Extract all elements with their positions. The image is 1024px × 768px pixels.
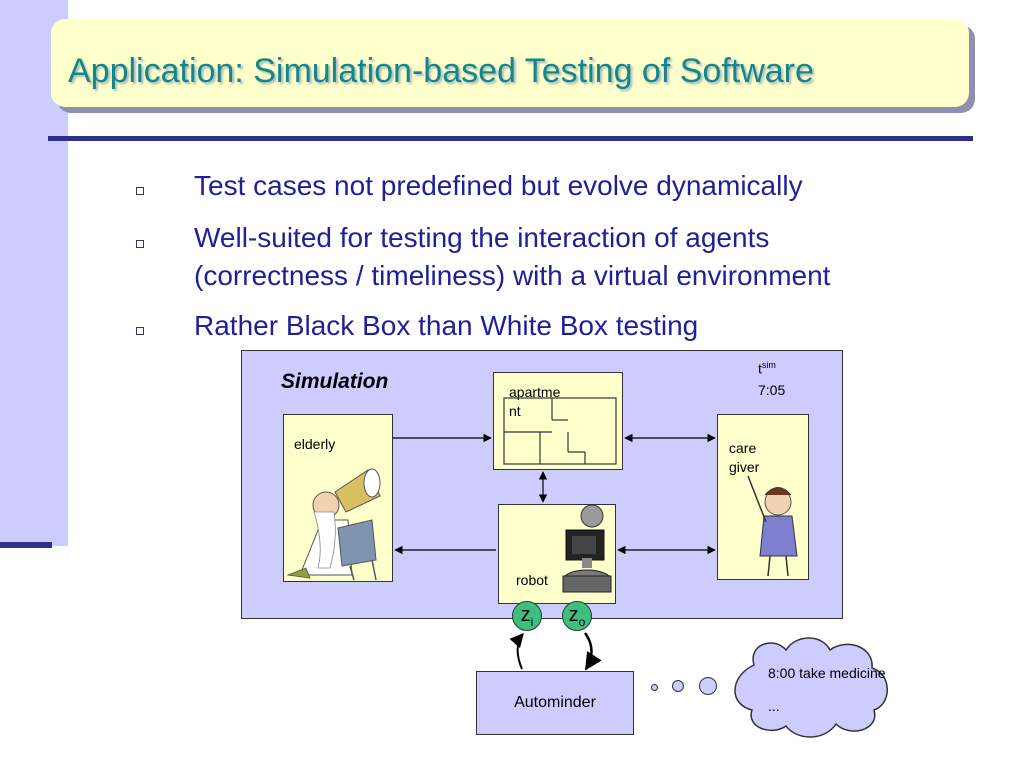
title-divider: [48, 136, 973, 141]
robot-label: robot: [516, 572, 548, 588]
caregiver-label-2: giver: [729, 459, 760, 475]
bullet-square-icon: [136, 187, 144, 195]
arrow-autominder-to-zi: [509, 632, 524, 670]
bullet-text-2: Well-suited for testing the interaction …: [194, 222, 770, 253]
arrow-zo-to-autominder: [583, 632, 602, 671]
title-box: [51, 19, 969, 107]
bullet-square-icon: [136, 327, 144, 335]
autominder-box: Autominder: [476, 671, 634, 735]
elderly-label: elderly: [294, 436, 336, 452]
apartment-box: [493, 372, 623, 470]
zo-sub: o: [578, 615, 586, 629]
bullet-text-3: Rather Black Box than White Box testing: [194, 310, 699, 341]
tsim-sup: sim: [761, 360, 776, 370]
apartment-floorplan-icon: [503, 397, 617, 465]
robot-illustration-icon: [562, 504, 612, 593]
thought-cloud: [734, 637, 888, 738]
side-decoration-rule: [0, 542, 52, 548]
caregiver-illustration-icon: [747, 475, 798, 577]
tsim-base: t: [758, 360, 762, 377]
caregiver-label-1: care: [729, 440, 757, 456]
bullet-square-icon: [136, 240, 144, 248]
z-output-node: zo: [562, 601, 592, 631]
bullet-text-2-continued: (correctness / timeliness) with a virtua…: [194, 260, 831, 291]
thought-dot-large: [699, 677, 717, 695]
bullet-text-1: Test cases not predefined but evolve dyn…: [194, 170, 803, 201]
zi-base: z: [520, 604, 531, 626]
sim-time-label: tsim: [758, 360, 776, 377]
elderly-illustration-icon: [286, 468, 381, 581]
apartment-label-2: nt: [509, 403, 521, 419]
z-input-node: zi: [512, 601, 542, 631]
apartment-label-1: apartme: [509, 384, 561, 400]
cloud-text-1: 8:00 take medicine: [768, 665, 886, 681]
thought-dot-medium: [672, 680, 684, 692]
thought-dot-small: [651, 684, 658, 691]
zi-sub: i: [530, 615, 534, 629]
sim-time-value: 7:05: [758, 382, 786, 398]
slide-title: Application: Simulation-based Testing of…: [68, 52, 814, 90]
cloud-text-2: ...: [768, 698, 780, 714]
zo-base: z: [568, 604, 579, 626]
simulation-label: Simulation: [281, 370, 389, 393]
